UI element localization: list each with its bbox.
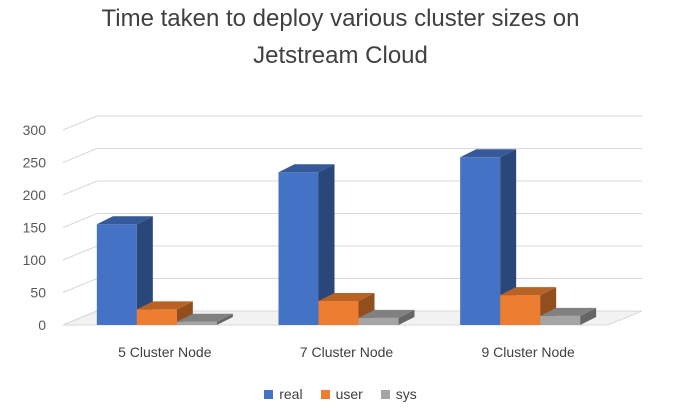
bar-top (96, 216, 153, 225)
bar-side (136, 216, 153, 325)
bar-front (318, 300, 359, 325)
bar-front (136, 309, 177, 325)
y-tick-label: 100 (23, 252, 47, 268)
bar-front (460, 157, 501, 325)
legend-swatch (320, 389, 330, 399)
x-axis-labels: 5 Cluster Node 7 Cluster Node 9 Cluster No… (118, 344, 575, 360)
bar-side (580, 307, 597, 325)
legend-label: sys (395, 386, 417, 402)
y-tick-label: 250 (23, 155, 47, 171)
x-category-label: 5 Cluster Node (118, 344, 212, 360)
bar-top (278, 164, 335, 173)
gridline-diagonal (62, 180, 98, 196)
y-tick-label: 150 (23, 220, 47, 236)
bar-real-3 (460, 149, 517, 325)
bar-front (96, 224, 137, 325)
y-tick-label: 50 (30, 285, 46, 301)
bar-top (540, 307, 597, 316)
bar-top (318, 292, 375, 301)
bar-top (460, 149, 517, 158)
bar-top (500, 287, 557, 296)
legend-swatch (380, 389, 390, 399)
x-category-label: 7 Cluster Node (300, 344, 394, 360)
bar-side (176, 301, 193, 325)
y-tick-label: 200 (23, 187, 47, 203)
legend-item-user: user (320, 386, 363, 402)
gridline-diagonal (62, 115, 98, 131)
gridline-diagonal (62, 310, 98, 326)
legend-label: user (335, 386, 363, 402)
bar-side (398, 309, 415, 325)
gridline-diagonal (62, 278, 98, 293)
bar-front (358, 317, 399, 325)
bar-sys-2 (358, 309, 415, 325)
gridline-diagonal (62, 148, 98, 163)
bars (96, 149, 597, 325)
bar-front (500, 295, 541, 325)
gridline-diagonal (62, 213, 98, 228)
legend-item-sys: sys (380, 386, 417, 402)
legend-label: real (279, 386, 303, 402)
bar-top (136, 301, 193, 310)
bar-top (176, 313, 233, 322)
y-axis-ticks: 0 50 100 150 200 250 300 (23, 122, 47, 333)
chart-title: Time taken to deploy various cluster siz… (101, 5, 580, 69)
gridline-diagonal (62, 245, 98, 261)
bar-side (216, 313, 233, 325)
bar-real-1 (96, 216, 153, 325)
bar-side (500, 149, 517, 325)
bar-top (358, 309, 415, 318)
legend: real user sys (0, 386, 681, 402)
bar-side (318, 164, 335, 325)
bar-front (278, 172, 319, 325)
y-tick-label: 0 (38, 317, 46, 333)
legend-swatch (264, 389, 274, 399)
bar-user-1 (136, 301, 193, 325)
bar-sys-1 (176, 313, 233, 325)
bar-real-2 (278, 164, 335, 325)
x-category-label: 9 Cluster Node (481, 344, 575, 360)
bar-front (540, 315, 581, 325)
legend-item-real: real (264, 386, 303, 402)
bar-front (176, 321, 217, 325)
bar-sys-3 (540, 307, 597, 325)
y-tick-label: 300 (23, 122, 47, 138)
